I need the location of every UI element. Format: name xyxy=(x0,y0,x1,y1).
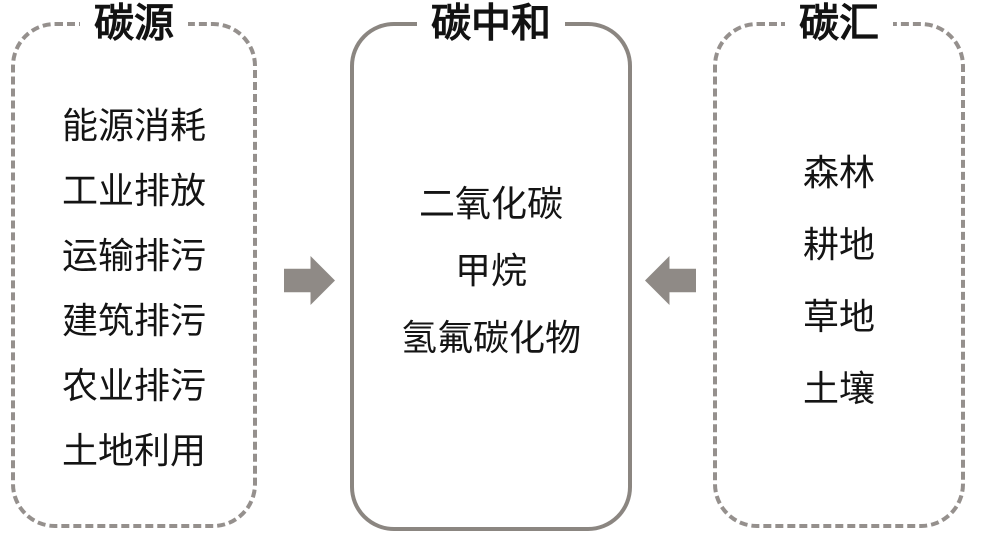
list-item: 运输排污 xyxy=(61,236,206,276)
list-item: 工业排放 xyxy=(61,171,206,211)
carbon-neutrality-title: 碳中和 xyxy=(417,0,565,48)
list-item: 二氧化碳 xyxy=(418,184,563,224)
carbon-neutrality-items: 二氧化碳 甲烷 氢氟碳化物 xyxy=(354,26,628,372)
carbon-sink-box: 碳汇 森林 耕地 草地 土壤 xyxy=(713,0,965,528)
list-item: 森林 xyxy=(802,153,875,193)
list-item: 建筑排污 xyxy=(61,301,206,341)
carbon-sink-title: 碳汇 xyxy=(785,0,893,48)
carbon-neutrality-box: 碳中和 二氧化碳 甲烷 氢氟碳化物 xyxy=(350,0,632,531)
carbon-source-title: 碳源 xyxy=(80,0,188,48)
arrow-left-icon xyxy=(645,256,696,305)
list-item: 能源消耗 xyxy=(61,106,206,146)
list-item: 耕地 xyxy=(802,225,875,265)
carbon-sink-items: 森林 耕地 草地 土壤 xyxy=(717,26,961,425)
list-item: 草地 xyxy=(802,297,875,337)
list-item: 氢氟碳化物 xyxy=(400,318,581,358)
list-item: 土壤 xyxy=(802,369,875,409)
list-item: 甲烷 xyxy=(454,251,527,291)
arrow-right-icon xyxy=(284,256,335,305)
carbon-source-box: 碳源 能源消耗 工业排放 运输排污 建筑排污 农业排污 土地利用 xyxy=(11,0,257,528)
carbon-source-items: 能源消耗 工业排放 运输排污 建筑排污 农业排污 土地利用 xyxy=(15,26,253,484)
list-item: 土地利用 xyxy=(61,431,206,471)
list-item: 农业排污 xyxy=(61,366,206,406)
